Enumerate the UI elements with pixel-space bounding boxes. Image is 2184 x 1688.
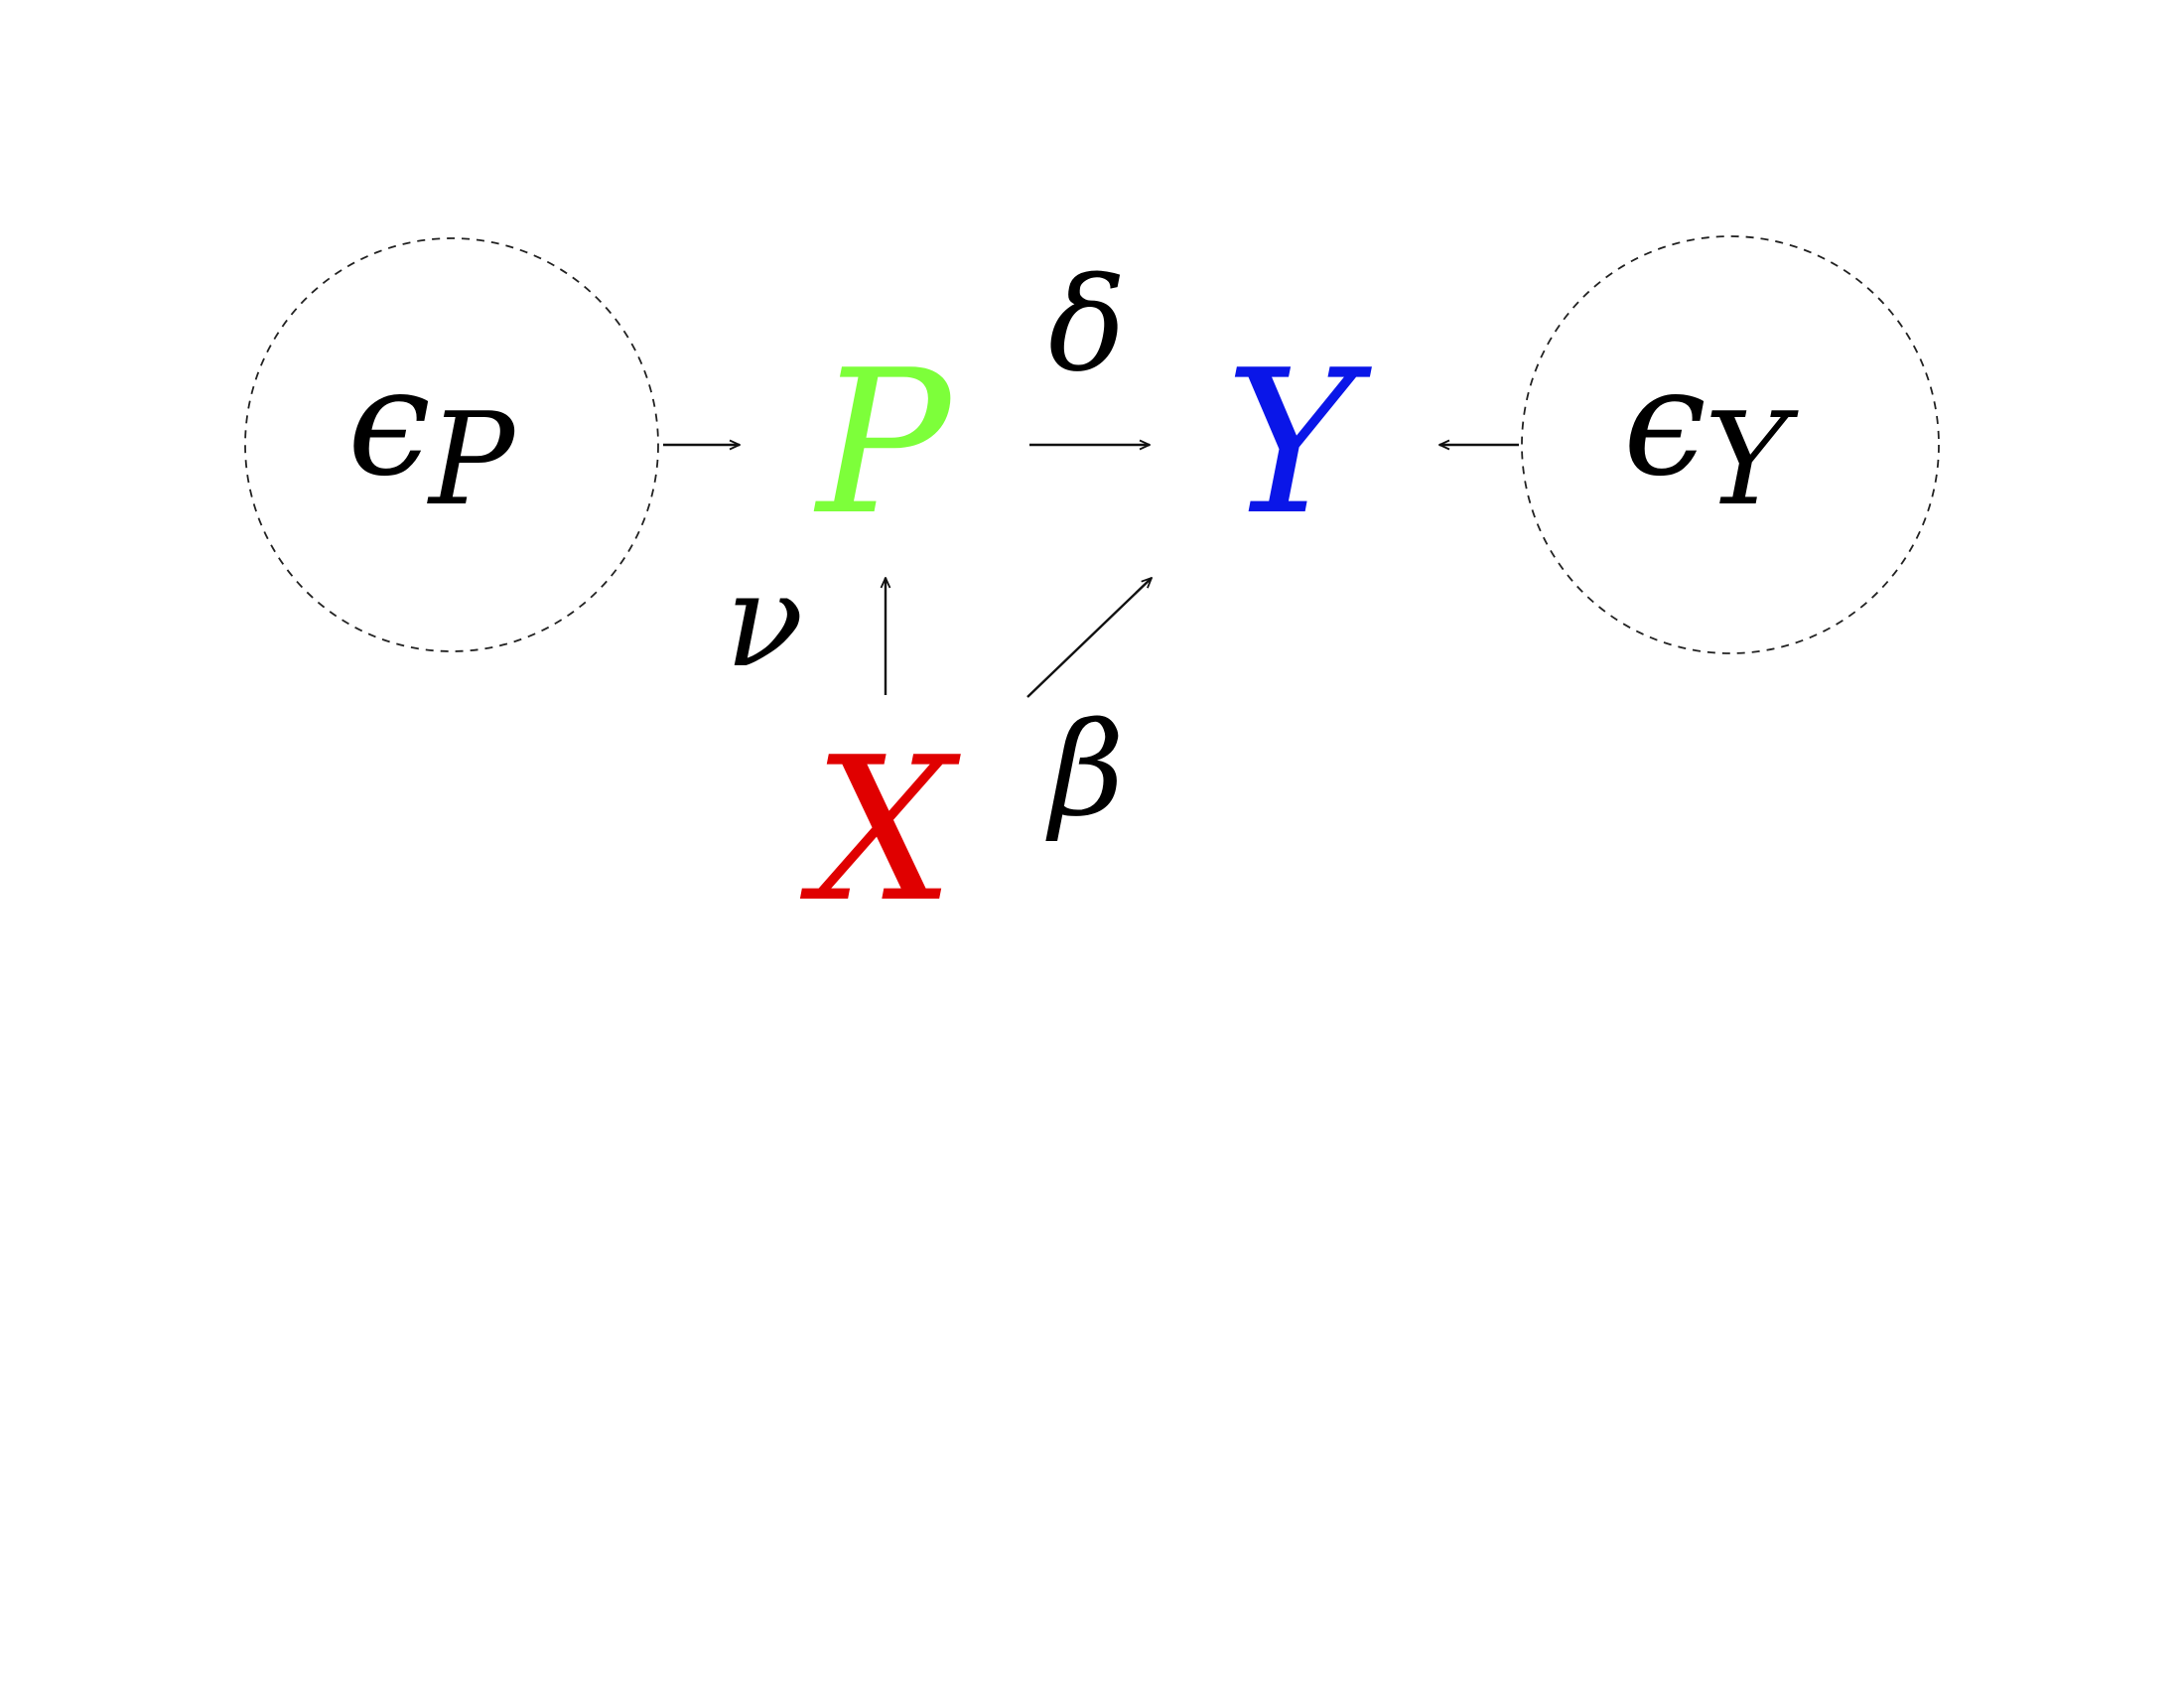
node-p: P <box>813 328 954 559</box>
epsilon-symbol-p: ϵ <box>347 337 431 509</box>
edge-x-to-y <box>1026 578 1152 698</box>
noise-label-p: ϵP <box>347 337 516 534</box>
epsilon-symbol-y: ϵ <box>1623 337 1706 509</box>
node-y: Y <box>1225 328 1372 559</box>
noise-circle-y <box>1521 235 1940 654</box>
noise-circle-p <box>244 237 659 652</box>
node-x: X <box>800 715 962 946</box>
edge-label-beta: β <box>1044 694 1124 845</box>
epsilon-subscript-p: P <box>427 386 516 534</box>
epsilon-subscript-y: Y <box>1705 386 1799 534</box>
edge-label-nu: ν <box>725 545 803 696</box>
edge-label-delta: δ <box>1048 249 1126 400</box>
noise-label-y: ϵY <box>1623 337 1799 534</box>
